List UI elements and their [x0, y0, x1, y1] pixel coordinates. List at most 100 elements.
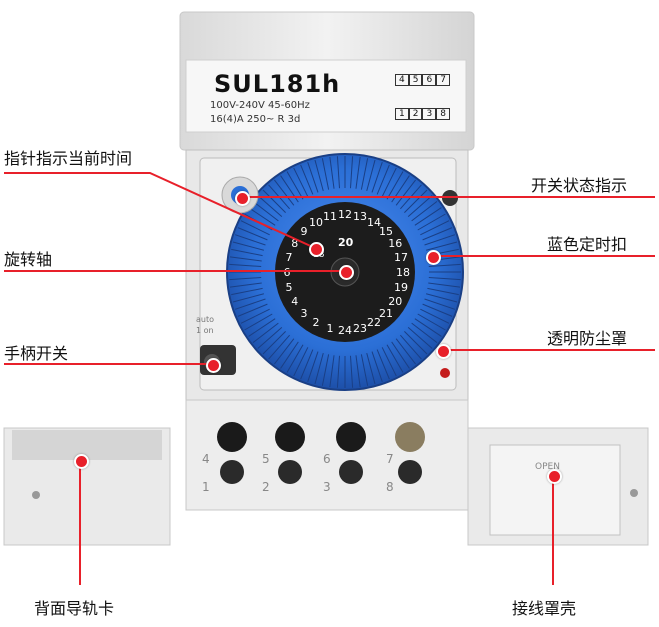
terminal-2: 2 [408, 108, 423, 120]
dial-segment [414, 318, 442, 337]
dial-segment [234, 298, 266, 310]
dial-segment [422, 303, 453, 317]
dial-segment [234, 234, 266, 246]
dial-segment [268, 334, 290, 360]
dial-segment [240, 308, 270, 324]
dial-number: 16 [388, 237, 402, 250]
dial-segment [229, 263, 262, 268]
dial-segment [257, 195, 283, 217]
lower-num-4: 4 [202, 452, 210, 466]
lower-num-6: 6 [323, 452, 331, 466]
dial-segment [420, 308, 450, 324]
dial-segment [307, 161, 319, 193]
dial-center-label: 20 [338, 236, 354, 249]
side-text-on: 1 on [196, 326, 214, 335]
dial-segment [411, 322, 438, 344]
dial-segment [321, 158, 330, 190]
dial-segment [262, 331, 286, 355]
dial-segments [229, 156, 461, 388]
callout-rotation-shaft: 旋转轴 [4, 250, 53, 269]
dial-segment [329, 156, 335, 189]
dial-segment [424, 234, 456, 246]
dial-segment [428, 276, 461, 281]
dial-segment [424, 298, 456, 310]
rail-clip-top [12, 430, 162, 460]
dial-segment [366, 353, 376, 385]
dial-number: 19 [394, 281, 408, 294]
terminal-5: 5 [408, 74, 423, 86]
dial-segment [386, 171, 404, 200]
dot-dust-cover [436, 344, 451, 359]
dial-segment [300, 164, 314, 195]
dot-pointer [309, 242, 324, 257]
dial-segment [414, 207, 442, 226]
dial-segment [400, 334, 422, 360]
dial-segment [391, 341, 410, 369]
dial-segment [381, 167, 397, 197]
dial-segment [417, 213, 446, 231]
dial-segment [360, 158, 369, 190]
spec-line-2: 16(4)A 250~ R 3d [210, 114, 301, 125]
dial-segment [371, 351, 383, 383]
dial-segment [407, 195, 433, 217]
dial-segment [417, 313, 446, 331]
dot-shaft [339, 265, 354, 280]
dial-number: 3 [300, 307, 307, 320]
dial-segment [293, 167, 309, 197]
callout-switch-status-indicator: 开关状态指示 [531, 176, 628, 195]
cover-open-text: OPEN [535, 462, 560, 472]
dial-number: 20 [388, 295, 402, 308]
dial-segment [237, 303, 268, 317]
callout-blue-timer-buckle: 蓝色定时扣 [547, 235, 628, 254]
model-name: SUL181h [214, 70, 341, 98]
dial-segment [252, 200, 279, 222]
dial-segment [229, 256, 262, 262]
terminal-holes-top [217, 422, 425, 452]
terminal-label-bottom: 1 2 3 8 [395, 108, 450, 120]
dial-segment [248, 318, 276, 337]
side-text-auto: auto [196, 315, 215, 324]
dial-segment [231, 287, 263, 296]
dial-segment [321, 354, 330, 386]
dot-status [235, 191, 250, 206]
dial-number: 6 [284, 266, 291, 279]
terminal-6: 6 [422, 74, 437, 86]
lower-num-3: 3 [323, 480, 331, 494]
dial-number: 7 [285, 251, 292, 264]
dial-number: 12 [338, 208, 352, 221]
lower-num-8: 8 [386, 480, 394, 494]
dial-number: 13 [353, 210, 367, 223]
dial-number: 23 [353, 322, 367, 335]
dial-segment [376, 349, 390, 380]
dial-segment [314, 159, 324, 191]
dial-segment [386, 344, 404, 373]
terminal-label-top: 4 5 6 7 [395, 74, 450, 86]
dot-wiring-cover [547, 469, 562, 484]
dial-segment [252, 322, 279, 344]
dial-segment [231, 248, 263, 257]
dial-segment [355, 156, 361, 189]
dial-number: 2 [313, 316, 320, 329]
dial-segment [349, 355, 354, 388]
dial-segment [280, 341, 299, 369]
dial-segment [300, 349, 314, 380]
dial-segment [371, 161, 383, 193]
dial-segment [366, 159, 376, 191]
callout-handle-switch: 手柄开关 [4, 344, 69, 363]
dial-segment [244, 313, 273, 331]
dial-segment [428, 282, 461, 288]
dial-segment [395, 179, 417, 206]
dial-segment [286, 344, 304, 373]
dial-segment [273, 338, 295, 365]
dial-segment [426, 241, 458, 251]
dial-segment [248, 207, 276, 226]
dot-blue-buckle [426, 250, 441, 265]
dial-number: 24 [338, 324, 352, 337]
dial-number: 18 [396, 266, 410, 279]
dial-segment [420, 220, 450, 236]
dial-segment [257, 327, 283, 349]
dial-segment [349, 156, 354, 189]
